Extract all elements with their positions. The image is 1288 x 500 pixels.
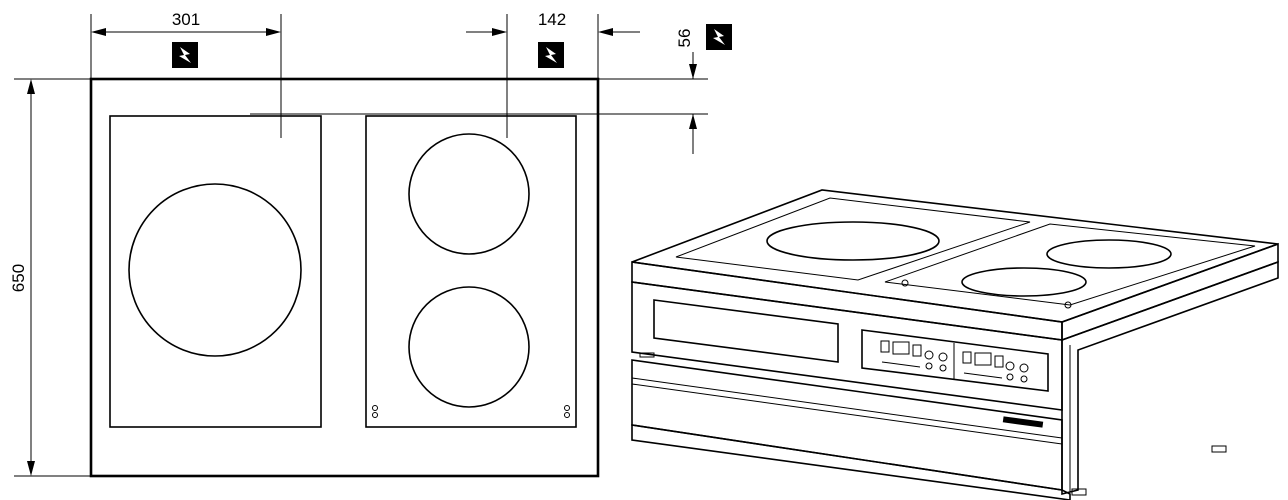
lower-drawer-front — [631, 359, 1063, 491]
hob-top-front-edge — [631, 261, 1063, 341]
lightning-bolt-icon — [538, 42, 564, 68]
lightning-bolt-icon — [172, 42, 198, 68]
lightning-bolt-icon — [706, 24, 732, 50]
left-glass-plate — [675, 197, 1031, 281]
brand-plate — [1002, 416, 1044, 428]
right-glass-plate — [884, 223, 1256, 306]
left-zone-panel — [109, 115, 322, 428]
control-panel — [861, 329, 1049, 392]
hob-top-surface — [631, 189, 1279, 323]
front-handle-recess — [653, 299, 839, 363]
base-plinth — [631, 424, 1071, 500]
dimension-label-56: 56 — [675, 29, 694, 48]
dimension-56: 56 — [250, 24, 732, 154]
perspective-view — [631, 189, 1279, 500]
dimension-650: 650 — [9, 78, 91, 477]
left-large-zone — [128, 183, 302, 357]
control-elements-right — [962, 351, 1029, 383]
right-zone-panel — [365, 115, 577, 428]
hob-outline — [89, 77, 600, 478]
right-front-zone — [408, 286, 530, 408]
dimension-142: 142 — [466, 10, 640, 138]
body-right-side — [1061, 260, 1279, 496]
perspective-rear-zone — [1046, 239, 1172, 269]
dimension-label-301: 301 — [172, 10, 200, 29]
hob-top-side-edge — [1061, 242, 1279, 342]
dimension-label-650: 650 — [9, 264, 28, 292]
perspective-front-zone — [961, 267, 1087, 297]
indicator-dots — [372, 405, 570, 418]
dimension-301: 301 — [90, 10, 282, 138]
perspective-large-zone — [766, 221, 940, 261]
control-elements-left — [880, 340, 948, 372]
right-rear-zone — [408, 133, 530, 255]
dimension-label-142: 142 — [538, 10, 566, 29]
top-view: 301 142 56 — [9, 10, 732, 478]
